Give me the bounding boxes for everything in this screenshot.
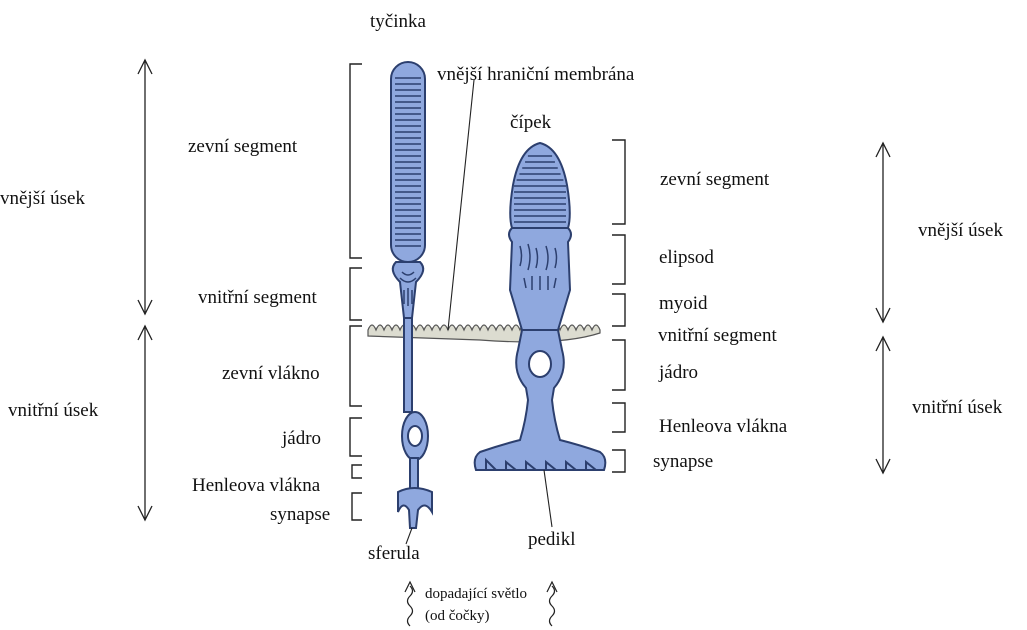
cone-nucleus — [529, 351, 551, 377]
right-ellipsoid-label: elipsod — [659, 247, 714, 268]
right-myoid-label: myoid — [659, 293, 708, 314]
left-synapse-label: synapse — [270, 504, 330, 525]
bracket-nucleus — [350, 418, 362, 456]
light-arrow-left — [405, 582, 415, 626]
right-nucleus-label: jádro — [658, 362, 698, 383]
left-henle-label: Henleova vlákna — [192, 475, 321, 496]
rod-spherule — [398, 488, 432, 528]
left-outer-part-arrow — [138, 60, 152, 314]
light-label-line1: dopadající světlo — [425, 586, 527, 602]
right-inner-part-arrow — [876, 337, 890, 473]
rod-outer-fiber — [404, 318, 412, 412]
bracket-r-synapse — [612, 450, 625, 472]
bracket-inner-segment — [350, 268, 362, 320]
right-inner-part-label: vnitřní úsek — [912, 397, 1003, 418]
left-inner-part-label: vnitřní úsek — [8, 400, 99, 421]
light-label-line2: (od čočky) — [425, 608, 490, 624]
cone-title: čípek — [510, 112, 552, 133]
left-outer-part-label: vnější úsek — [0, 188, 85, 209]
pedicle-label: pedikl — [528, 529, 576, 550]
bracket-r-myoid — [612, 294, 625, 326]
left-inner-segment-label: vnitřní segment — [198, 287, 317, 308]
light-arrow-right — [547, 582, 557, 626]
bracket-synapse — [352, 493, 362, 520]
outer-limiting-membrane — [368, 325, 600, 342]
bracket-henle — [352, 465, 362, 478]
left-nucleus-label: jádro — [281, 428, 321, 449]
right-synapse-label: synapse — [653, 451, 713, 472]
left-brackets — [350, 64, 362, 520]
rod-nucleus — [408, 426, 422, 446]
bracket-outer-segment — [350, 64, 362, 258]
right-brackets — [612, 140, 625, 472]
left-outer-segment-label: zevní segment — [188, 136, 298, 157]
bracket-outer-fiber — [350, 326, 362, 406]
rod-title: tyčinka — [370, 11, 426, 32]
bracket-r-henle — [612, 403, 625, 432]
pedicle-pointer — [544, 470, 552, 527]
bracket-r-nucleus — [612, 340, 625, 390]
membrane-label: vnější hraniční membrána — [437, 64, 635, 85]
membrane-pointer — [448, 80, 474, 330]
cone-cell — [475, 143, 606, 470]
spherule-pointer — [406, 528, 412, 544]
left-inner-part-arrow — [138, 326, 152, 520]
spherule-label: sferula — [368, 543, 420, 564]
bracket-r-ellipsoid — [612, 235, 625, 284]
right-outer-part-arrow — [876, 143, 890, 322]
right-outer-part-label: vnější úsek — [918, 220, 1003, 241]
left-outer-fiber-label: zevní vlákno — [222, 363, 320, 384]
rod-cell — [391, 62, 432, 528]
bracket-r-outer-segment — [612, 140, 625, 224]
right-outer-segment-label: zevní segment — [660, 169, 770, 190]
right-inner-segment-label: vnitřní segment — [658, 325, 777, 346]
right-henle-label: Henleova vlákna — [659, 416, 788, 437]
